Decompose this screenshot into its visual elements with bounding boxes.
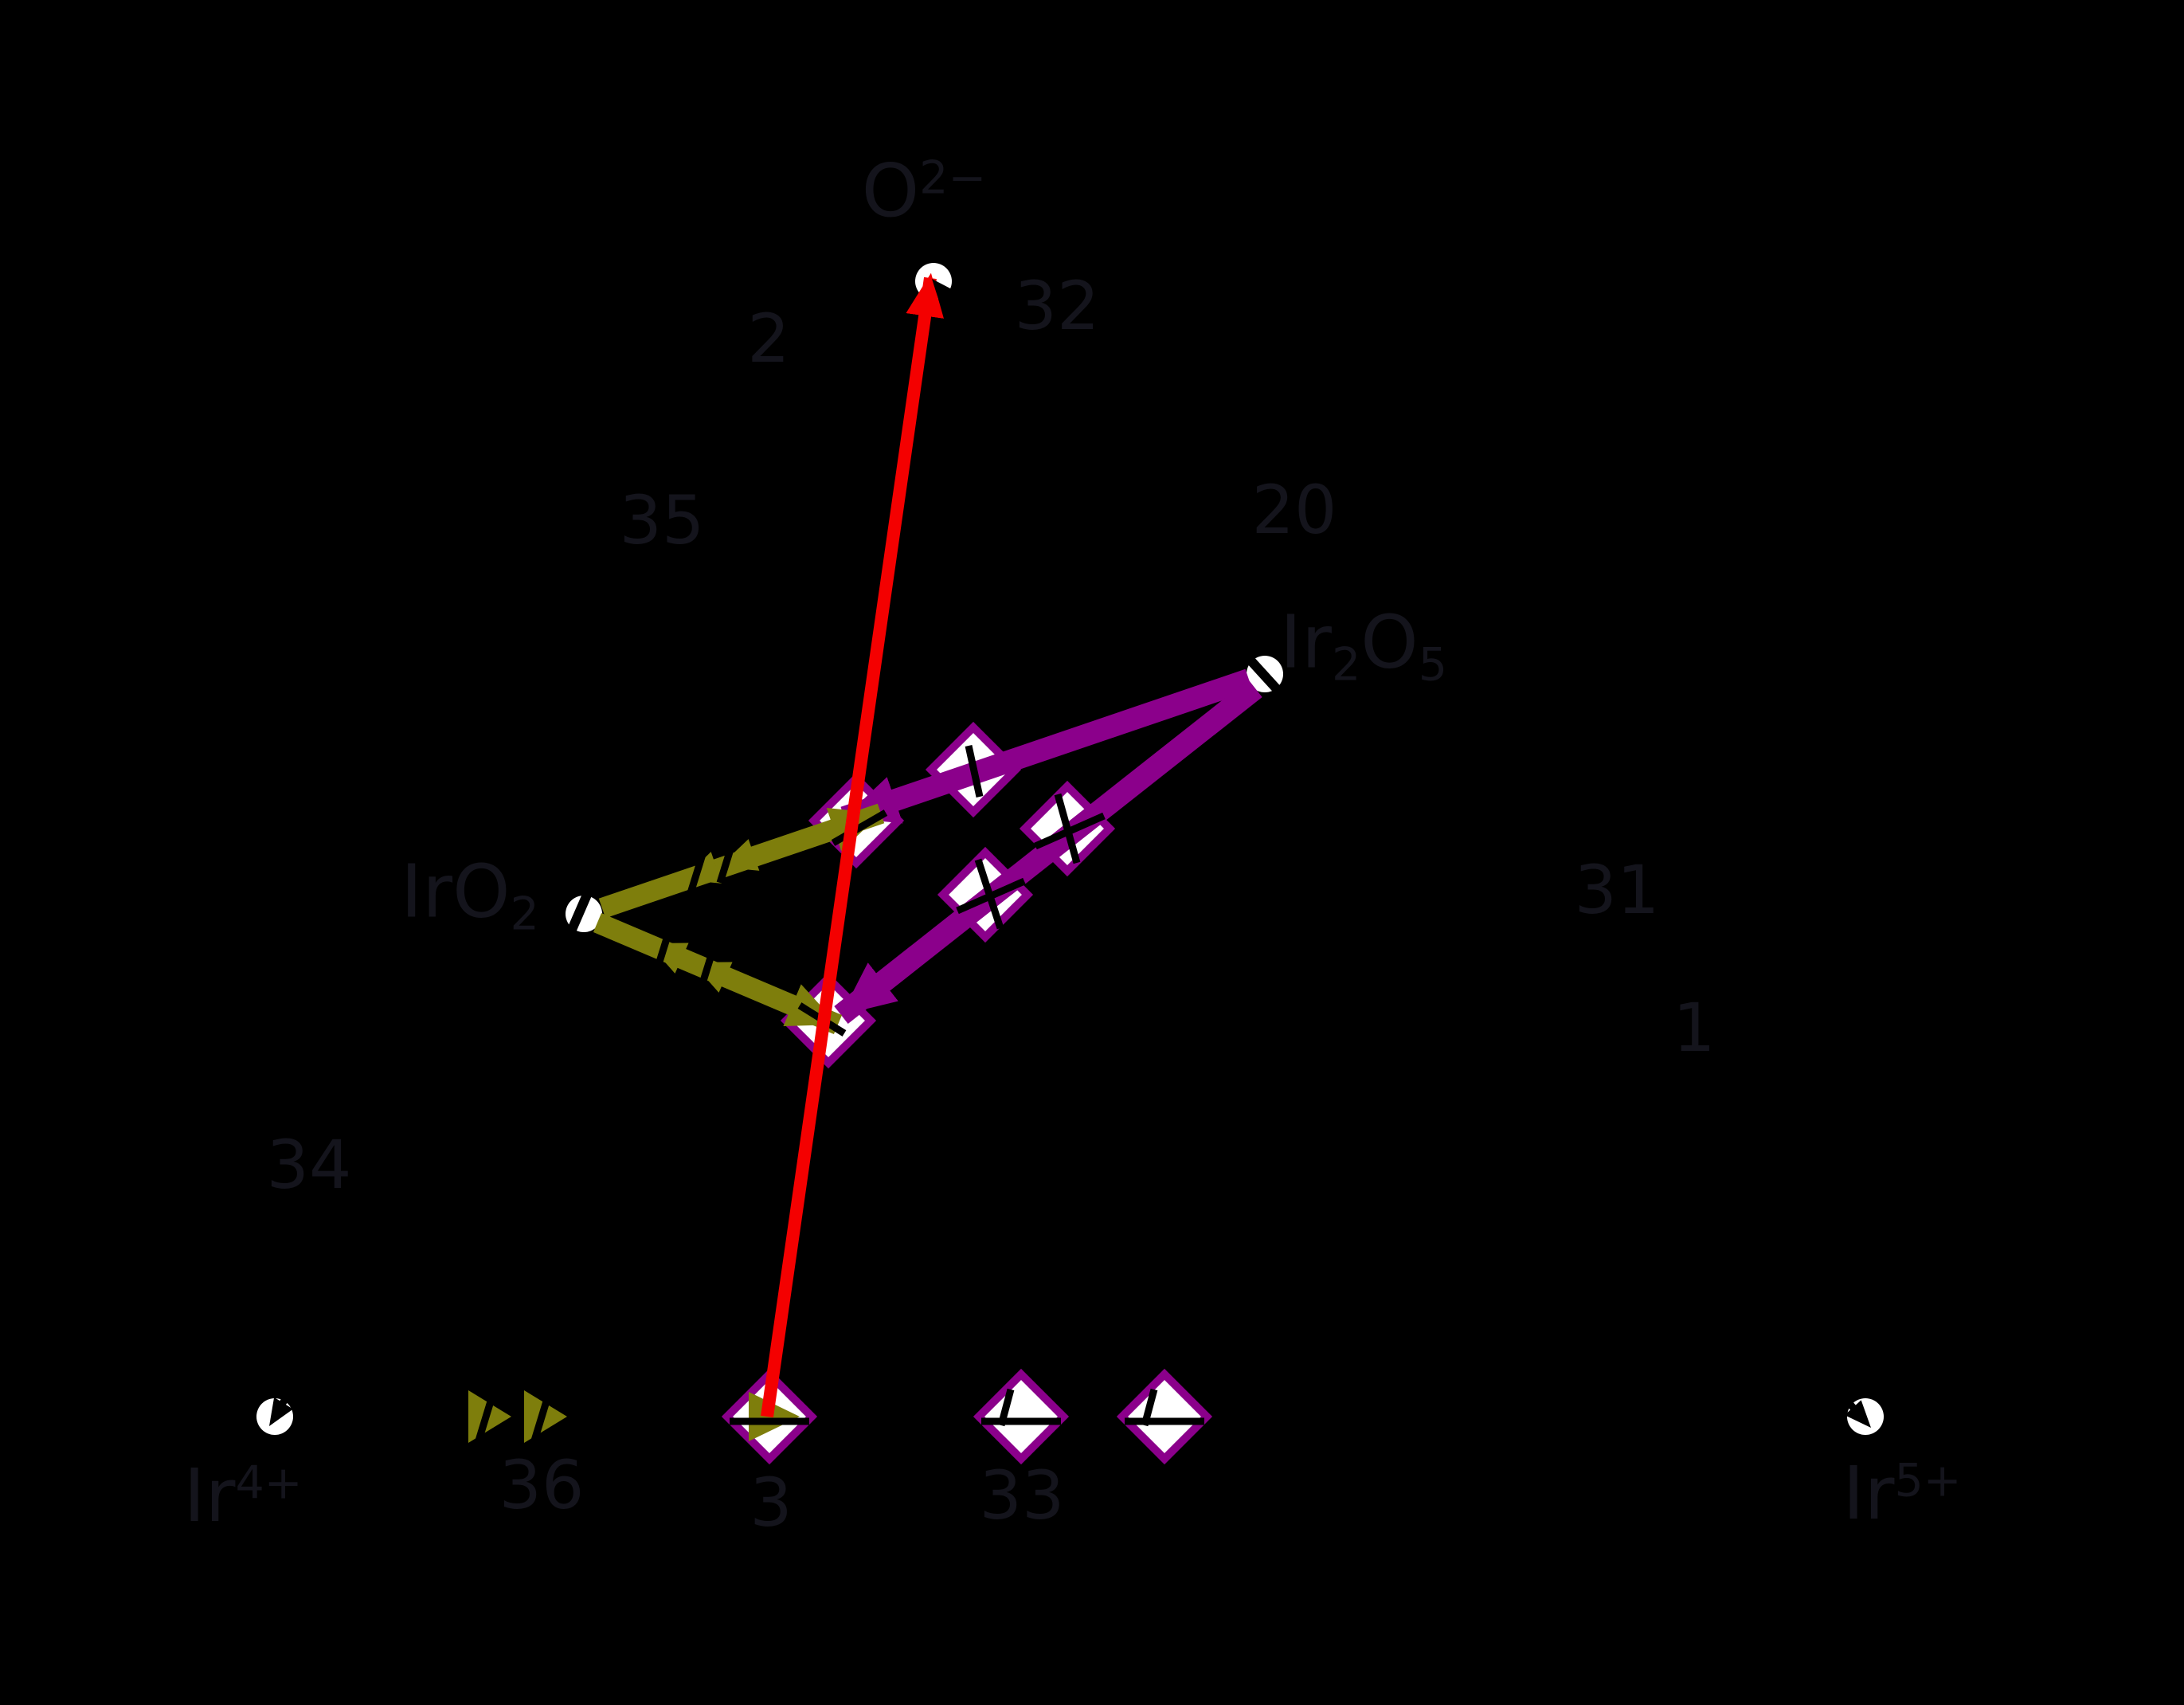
- black-arrow-tips: [269, 279, 1871, 1428]
- edge-label-36: 36: [499, 1446, 585, 1524]
- edge-label-31: 31: [1574, 851, 1660, 929]
- edge-label-33: 33: [979, 1456, 1065, 1534]
- edge-label-34: 34: [266, 1126, 352, 1204]
- label-ir2o5-b1: Ir: [1280, 599, 1332, 685]
- olive-reaction-arrows: [593, 803, 885, 1034]
- olive-midarrow-4: [692, 962, 733, 993]
- slash-diamond-7: [997, 1388, 1015, 1427]
- label-iro2-s1: 2: [510, 888, 539, 941]
- black-arrowhead-ir5plus: [1844, 1400, 1871, 1428]
- cross-diamond-5b: [956, 877, 1026, 915]
- edge-label-32: 32: [1014, 267, 1100, 345]
- purple-arrow-lower: [834, 680, 1262, 1024]
- slash-ir2o5-node: [1241, 650, 1282, 694]
- diamond-marker-7: [973, 1368, 1070, 1465]
- slash-diamond-3: [965, 745, 984, 798]
- slash-diamond-8: [1141, 1388, 1158, 1427]
- diamond-marker-8: [1116, 1368, 1213, 1465]
- black-cross-marks: [475, 650, 1282, 1442]
- black-arrowhead-o2minus: [932, 279, 958, 308]
- label-o2minus-base: O: [861, 148, 920, 233]
- slash-olive-mid-1: [686, 848, 708, 897]
- black-arrowhead-ir4plus: [269, 1397, 293, 1426]
- label-ir4plus-b1: Ir: [183, 1453, 236, 1538]
- slash-olive-mid-2: [716, 835, 738, 884]
- label-ir5plus: Ir5+: [1842, 1457, 1961, 1531]
- bottom-olive-arrowheads: [468, 1390, 800, 1443]
- slash-olive-triangle-1: [475, 1392, 497, 1442]
- label-ir2o5: Ir2O5: [1280, 606, 1447, 688]
- slash-diamond-1: [831, 809, 888, 846]
- cross-diamond-4b: [1034, 812, 1106, 850]
- label-ir5plus-b1: Ir: [1842, 1451, 1895, 1536]
- red-arrow-o2-evolution: [761, 272, 944, 1418]
- slash-olive-triangle-2: [530, 1392, 553, 1442]
- edge-label-2: 2: [747, 300, 790, 378]
- slash-iro2-node: [564, 887, 594, 939]
- label-ir5plus-p1: 5+: [1894, 1454, 1962, 1507]
- label-ir2o5-s2: 5: [1418, 638, 1447, 692]
- label-o2minus-sup: 2−: [919, 151, 987, 205]
- label-ir4plus: Ir4+: [183, 1460, 302, 1533]
- purple-reaction-arrows: [834, 668, 1262, 1024]
- label-iro2: IrO2: [401, 855, 539, 937]
- label-iro2-b1: IrO: [401, 849, 511, 935]
- label-o2minus: O2−: [862, 155, 987, 228]
- slash-olive-mid-4: [696, 943, 718, 993]
- edge-label-3: 3: [750, 1464, 793, 1542]
- olive-triangle-in-diamond-6: [749, 1392, 800, 1441]
- olive-midarrow-3: [648, 943, 689, 974]
- edge-label-35: 35: [619, 481, 705, 559]
- edge-label-1: 1: [1673, 989, 1716, 1067]
- label-ir2o5-s1: 2: [1331, 638, 1361, 692]
- label-ir2o5-b2: O: [1360, 599, 1419, 685]
- edge-label-20: 20: [1251, 471, 1337, 549]
- label-ir4plus-p1: 4+: [235, 1456, 303, 1510]
- slash-olive-mid-3: [652, 924, 675, 974]
- purple-arrow-upper: [840, 668, 1253, 829]
